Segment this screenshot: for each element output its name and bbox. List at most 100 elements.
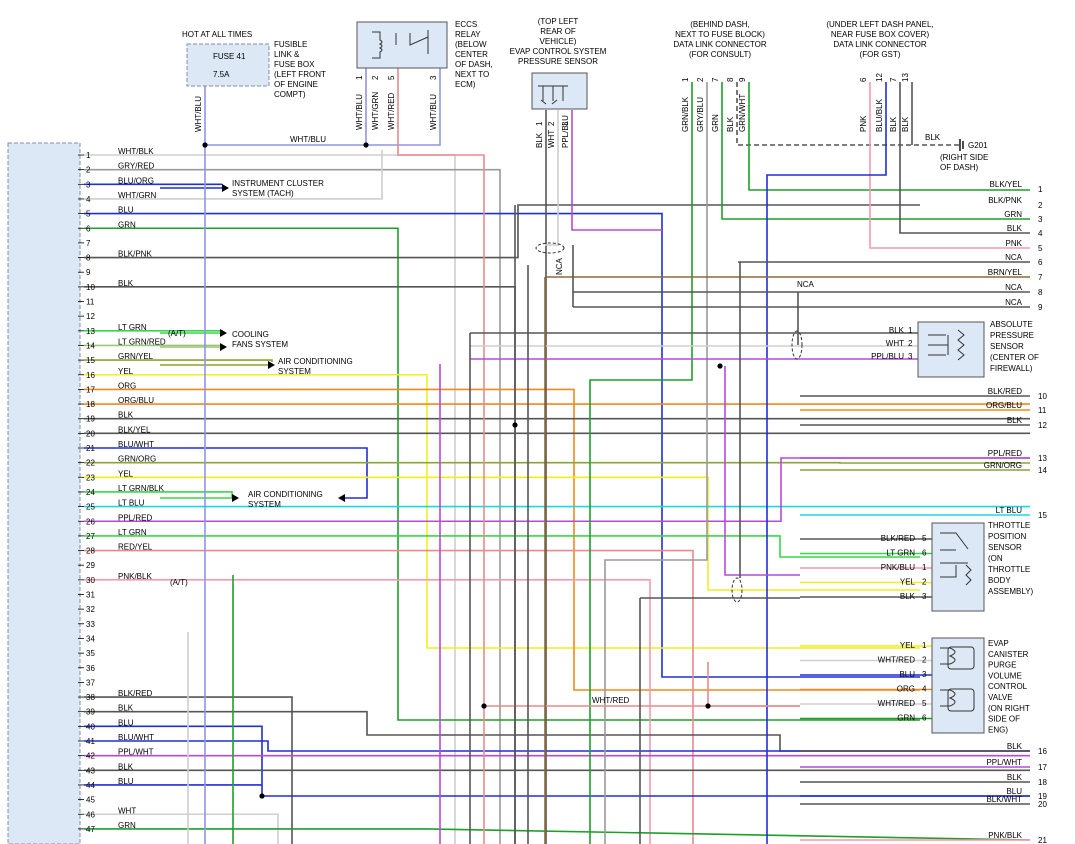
ecm-pin-number: 16 [86, 371, 95, 380]
ecm-pin-number: 39 [86, 708, 95, 717]
ecm-pin-number: 22 [86, 459, 95, 468]
gst-label: (UNDER LEFT DASH PANEL, [826, 20, 933, 29]
evap-sensor-label: (TOP LEFT [538, 17, 579, 26]
ecm-pin-number: 37 [86, 678, 95, 687]
ecm-pin-number: 35 [86, 649, 95, 658]
right-wire-number: 17 [1038, 763, 1047, 772]
eccs-pin: 3 [429, 75, 438, 80]
right-wire-number: 2 [1038, 201, 1043, 210]
abs-sensor-label: (CENTER OF [990, 353, 1039, 362]
right-wire-number: 9 [1038, 303, 1043, 312]
ecm-pin-number: 21 [86, 444, 95, 453]
evap-valve-pin-number: 2 [922, 656, 927, 665]
ecm-pin-color: LT GRN [118, 323, 147, 332]
splice-dot [259, 793, 265, 799]
arrow-head [222, 184, 229, 192]
right-wire-number: 1 [1038, 185, 1043, 194]
splice-dot [202, 142, 208, 148]
abs-pin-color: PPL/BLU [871, 352, 904, 361]
fusible-link-label: OF ENGINE [274, 80, 318, 89]
ecm-wire [84, 710, 1030, 752]
pin-note-at2: (A/T) [170, 578, 188, 587]
evap-valve-label: (ON RIGHT [988, 704, 1030, 713]
ac-label: SYSTEM [278, 367, 311, 376]
eccs-wire [397, 68, 485, 844]
consult-wire-label: GRN/WHT [738, 94, 747, 132]
splice-dot [363, 142, 369, 148]
consult-label: (BEHIND DASH, [690, 20, 750, 29]
consult-pin: 2 [696, 77, 705, 82]
evap-valve-pin-number: 4 [922, 685, 927, 694]
ecm-pin-color: BLK [118, 279, 134, 288]
tps-pin-number: 6 [922, 549, 927, 558]
right-wire-number: 19 [1038, 792, 1047, 801]
right-wire-number: 15 [1038, 511, 1047, 520]
tps-pin-color: PNK/BLU [881, 563, 915, 572]
fuse-label: FUSE 41 [213, 52, 246, 61]
evap-valve-pin-color: YEL [900, 641, 916, 650]
evap-valve-label: EVAP [988, 639, 1009, 648]
fusible-link-label: (LEFT FRONT [274, 70, 326, 79]
abs-sensor-label: ABSOLUTE [990, 320, 1033, 329]
throttle-position-sensor [931, 522, 985, 612]
evap-valve-pin-number: 5 [922, 699, 927, 708]
ecm-pin-color: LT BLU [118, 499, 145, 508]
eccs-pin: 1 [355, 75, 364, 80]
eccs-wire-label: WHT/BLU [429, 94, 438, 130]
gst-pin: 12 [875, 73, 884, 82]
consult-pin: 7 [711, 77, 720, 82]
right-wire-number: 5 [1038, 244, 1043, 253]
tps-pin-number: 2 [922, 578, 927, 587]
ecm-pin-color: ORG/BLU [118, 396, 154, 405]
ecm-pin-number: 12 [86, 312, 95, 321]
ecm-pin-color: BLK/RED [118, 689, 152, 698]
cluster-label: SYSTEM (TACH) [232, 189, 294, 198]
evap-valve-pin-color: GRN [897, 714, 915, 723]
right-wire-color: BLK/PNK [988, 196, 1022, 205]
evap-valve-label: SIDE OF [988, 715, 1020, 724]
right-wire-number: 21 [1038, 836, 1047, 844]
tps-label: ASSEMBLY) [988, 587, 1034, 596]
ecm-pin-color: BLK [118, 704, 134, 713]
abs-sensor-label: SENSOR [990, 342, 1024, 351]
right-wire-color: PPL/RED [988, 449, 1022, 458]
eccs-wire-label: WHT/RED [387, 92, 396, 130]
ecm-pin-color: ORG [118, 381, 136, 390]
wht-red-label: WHT/RED [592, 696, 630, 705]
abs-pin-number: 3 [908, 352, 913, 361]
ground-note: (RIGHT SIDE [940, 153, 988, 162]
ecm-pin-number: 6 [86, 224, 91, 233]
abs-sensor-label: FIREWALL) [990, 364, 1033, 373]
fusible-link-label: LINK & [274, 50, 300, 59]
evap-pin: 3 [561, 121, 570, 126]
evap-valve-label: PURGE [988, 661, 1016, 670]
eccs-wire-label: WHT/GRN [371, 92, 380, 130]
ecm-wire [84, 696, 293, 844]
ecm-pin-number: 23 [86, 473, 95, 482]
nca-label: NCA [555, 257, 564, 275]
ecm-pin-number: 36 [86, 664, 95, 673]
consult-wire-label: GRY/BLU [696, 97, 705, 132]
eccs-relay-label: CENTER [455, 50, 488, 59]
evap-wire [545, 110, 559, 246]
arrow-head [338, 494, 345, 502]
ecm-pin-color: BLK [118, 762, 134, 771]
tps-label: THROTTLE [988, 521, 1030, 530]
component-internals [372, 30, 975, 712]
ecm-pin-number: 8 [86, 254, 91, 263]
abs-sensor-label: PRESSURE [990, 331, 1034, 340]
tps-pin-number: 5 [922, 534, 927, 543]
gst-wire [869, 82, 1030, 249]
fusible-link-label: FUSE BOX [274, 60, 315, 69]
right-wire-color: BLK/WHT [986, 795, 1022, 804]
evap-valve-label: VALVE [988, 693, 1013, 702]
right-wire-color: BRN/YEL [988, 268, 1023, 277]
evap-valve-label: VOLUME [988, 671, 1022, 680]
ecm-pin-number: 19 [86, 415, 95, 424]
shield-marker [731, 577, 743, 603]
right-wire-number: 10 [1038, 392, 1047, 401]
ecm-pin-color: LT GRN [118, 528, 147, 537]
eccs-relay-label: ECCS [455, 20, 477, 29]
ecm-pin-number: 15 [86, 356, 95, 365]
